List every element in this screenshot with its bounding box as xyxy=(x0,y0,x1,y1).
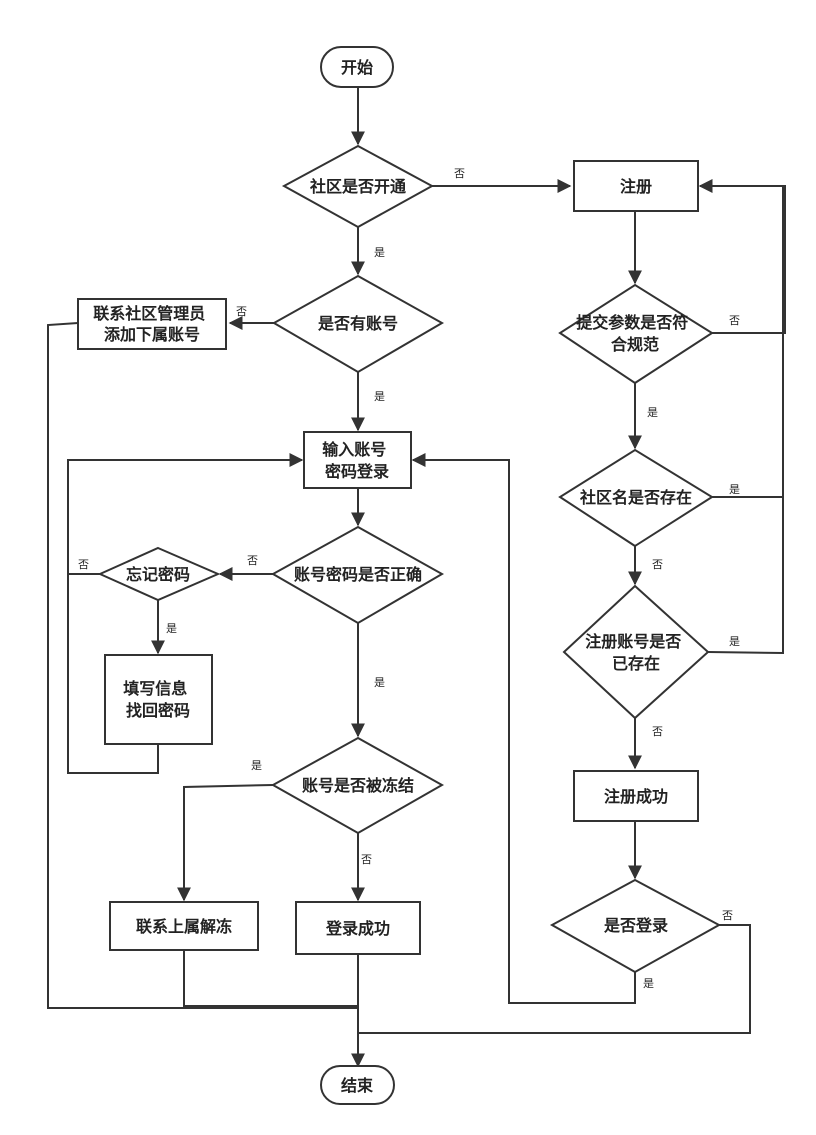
edge-forget-to-input xyxy=(67,453,304,575)
account-frozen-label: 账号是否被冻结 xyxy=(302,776,414,795)
label-credentials-no: 否 xyxy=(247,554,258,567)
label-loginq-yes: 是 xyxy=(643,977,654,990)
svg-text:注册账号是否 已存在: 注册账号是否 已存在 xyxy=(585,632,687,673)
fill-info-line1: 填写信息 xyxy=(123,679,187,698)
svg-text:填写信息 找回密码: 填写信息 找回密码 xyxy=(123,679,193,720)
svg-text:输入账号 密码登录: 输入账号 密码登录 xyxy=(322,440,392,481)
contact-unfreeze-box: 联系上属解冻 xyxy=(109,901,259,951)
forget-password-decision: 忘记密码 xyxy=(97,546,221,602)
edge-loginq-to-input xyxy=(411,453,636,1004)
label-accountexists-yes: 是 xyxy=(729,635,740,648)
login-success-box: 登录成功 xyxy=(295,901,421,955)
edge-contactadmin-to-end xyxy=(47,322,358,1009)
label-community-yes: 是 xyxy=(374,246,385,259)
label-accountexists-no: 否 xyxy=(652,725,663,738)
edge-accountexists-to-register xyxy=(707,186,784,655)
params-valid-decision: 提交参数是否符 合规范 xyxy=(558,283,714,385)
login-question-label: 是否登录 xyxy=(603,916,668,935)
community-open-decision: 社区是否开通 xyxy=(281,144,435,229)
login-question-decision: 是否登录 xyxy=(549,878,722,974)
label-frozen-no: 否 xyxy=(361,853,372,866)
edge-frozen-to-unfreeze xyxy=(177,784,274,902)
credentials-correct-label: 账号密码是否正确 xyxy=(294,565,422,584)
fill-info-line2: 找回密码 xyxy=(126,701,190,720)
label-loginq-no: 否 xyxy=(722,909,733,922)
account-exists-line1: 注册账号是否 xyxy=(585,632,681,651)
name-exists-decision: 社区名是否存在 xyxy=(558,448,714,548)
label-hasaccount-no: 否 xyxy=(236,305,247,318)
svg-text:联系社区管理员 添加下属账号: 联系社区管理员 添加下属账号 xyxy=(93,304,211,344)
params-valid-line2: 合规范 xyxy=(611,335,659,354)
register-success-box: 注册成功 xyxy=(573,770,699,822)
label-forget-no: 否 xyxy=(78,558,89,571)
input-login-line2: 密码登录 xyxy=(324,462,389,481)
login-success-label: 登录成功 xyxy=(325,919,390,938)
edge-loginq-to-end xyxy=(358,924,751,1034)
params-valid-line1: 提交参数是否符 xyxy=(576,313,688,332)
credentials-correct-decision: 账号密码是否正确 xyxy=(270,525,445,625)
account-frozen-decision: 账号是否被冻结 xyxy=(270,736,445,835)
contact-admin-box: 联系社区管理员 添加下属账号 xyxy=(77,298,227,350)
register-box: 注册 xyxy=(573,160,699,212)
svg-text:提交参数是否符 合规范: 提交参数是否符 合规范 xyxy=(576,313,694,354)
name-exists-label: 社区名是否存在 xyxy=(579,488,692,507)
label-params-no: 否 xyxy=(729,314,740,327)
label-nameexists-no: 否 xyxy=(652,558,663,571)
contact-admin-line1: 联系社区管理员 xyxy=(93,304,205,323)
end-node: 结束 xyxy=(320,1065,395,1105)
input-login-box: 输入账号 密码登录 xyxy=(303,431,412,489)
contact-unfreeze-label: 联系上属解冻 xyxy=(136,917,232,936)
edge-unfreeze-to-end xyxy=(183,950,358,1007)
edge-fillinfo-to-input xyxy=(67,574,159,774)
register-label: 注册 xyxy=(620,177,652,196)
label-frozen-yes: 是 xyxy=(251,759,262,772)
start-node: 开始 xyxy=(320,46,394,88)
account-exists-line2: 已存在 xyxy=(612,654,660,673)
edge-labels: 否 是 否 是 否 否 是 是 是 否 否 是 是 否 是 否 否 是 xyxy=(78,167,740,990)
end-label: 结束 xyxy=(340,1076,374,1095)
label-hasaccount-yes: 是 xyxy=(374,390,385,403)
has-account-label: 是否有账号 xyxy=(317,314,398,333)
fill-info-box: 填写信息 找回密码 xyxy=(104,654,213,745)
register-success-label: 注册成功 xyxy=(604,787,668,806)
input-login-line1: 输入账号 xyxy=(322,440,386,459)
edge-params-to-register xyxy=(698,179,786,334)
edge-nameexists-to-register xyxy=(712,186,784,498)
label-params-yes: 是 xyxy=(647,406,658,419)
account-exists-decision: 注册账号是否 已存在 xyxy=(562,584,710,720)
label-nameexists-yes: 是 xyxy=(729,483,740,496)
has-account-decision: 是否有账号 xyxy=(271,274,445,374)
label-credentials-yes: 是 xyxy=(374,676,385,689)
edges xyxy=(47,88,786,1068)
label-community-no: 否 xyxy=(454,167,465,180)
start-label: 开始 xyxy=(341,58,373,77)
label-forget-yes: 是 xyxy=(166,622,177,635)
community-open-label: 社区是否开通 xyxy=(309,177,406,196)
forget-password-label: 忘记密码 xyxy=(126,565,190,584)
contact-admin-line2: 添加下属账号 xyxy=(104,325,200,344)
